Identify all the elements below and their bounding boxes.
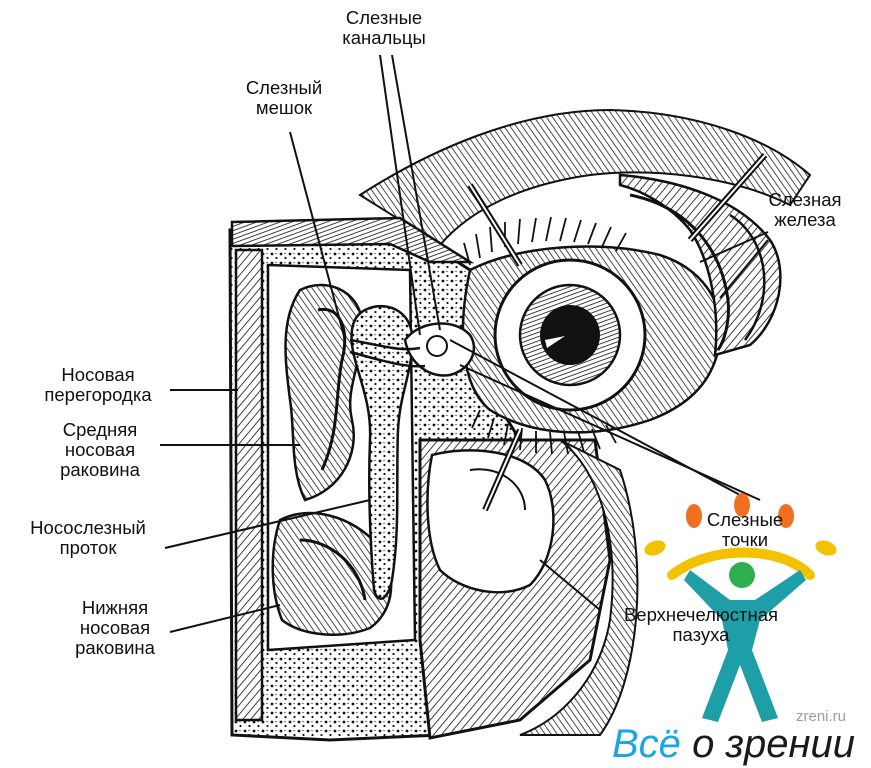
label-nasal-septum: Носовая перегородка	[28, 365, 168, 405]
label-nasolacrimal-duct: Носослезный проток	[8, 518, 168, 558]
label-lacrimal-canaliculi: Слезные канальцы	[322, 8, 446, 48]
watermark-brand: Всё о зрении	[612, 722, 855, 766]
maxillary-sinus-cavity	[427, 450, 553, 592]
label-middle-nasal-concha: Средняя носовая раковина	[40, 420, 160, 480]
watermark-brand-word1: Всё	[612, 722, 681, 766]
label-inferior-nasal-concha: Нижняя носовая раковина	[60, 598, 170, 658]
label-maxillary-sinus: Верхнечелюстная пазуха	[596, 605, 806, 645]
nasal-septum-shape	[236, 250, 262, 720]
label-lacrimal-puncta: Слезные точки	[690, 510, 800, 550]
watermark-brand-word2: о зрении	[692, 722, 855, 766]
label-lacrimal-gland: Слезная железа	[750, 190, 860, 230]
label-lacrimal-sac: Слезный мешок	[224, 78, 344, 118]
pupil	[540, 305, 600, 365]
